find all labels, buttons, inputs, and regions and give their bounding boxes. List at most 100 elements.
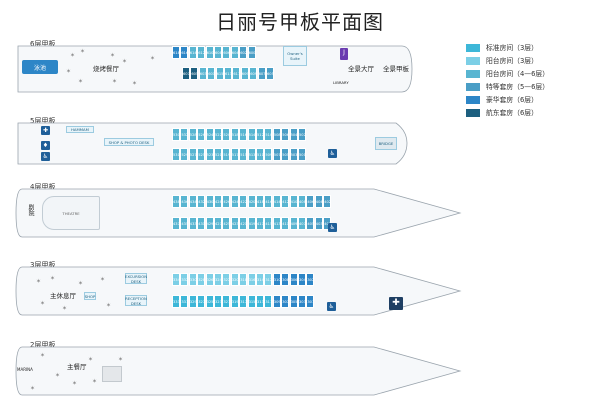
cabin-421[interactable]: 421 [239,217,248,230]
cabin-612[interactable]: 612 [197,46,206,59]
cabin-331[interactable]: 331 [180,295,189,308]
cabin-504[interactable]: 504 [289,128,298,141]
cabin-431[interactable]: 431 [197,217,206,230]
cabin-302[interactable]: 302 [306,273,315,286]
cabin-610[interactable]: 610 [205,46,214,59]
cabin-506[interactable]: 506 [281,128,290,141]
cabin-313[interactable]: 313 [256,295,264,308]
cabin-436[interactable]: 436 [180,195,189,208]
cabin-523[interactable]: 523 [205,148,214,161]
cabin-512[interactable]: 512 [256,128,264,141]
cabin-334[interactable]: 334 [172,273,180,286]
cabin-328[interactable]: 328 [197,273,206,286]
cabin-513[interactable]: 513 [247,148,256,161]
cabin-414[interactable]: 414 [272,195,281,208]
cabin-515[interactable]: 515 [239,148,248,161]
cabin-305[interactable]: 305 [289,295,298,308]
cabin-613[interactable]: 613 [224,67,232,80]
cabin-505[interactable]: 505 [281,148,290,161]
cabin-508[interactable]: 508 [272,128,281,141]
cabin-531[interactable]: 531 [172,148,180,161]
cabin-517[interactable]: 517 [230,148,239,161]
cabin-326[interactable]: 326 [205,273,214,286]
cabin-402[interactable]: 402 [323,195,332,208]
cabin-323[interactable]: 323 [214,295,222,308]
cabin-609[interactable]: 609 [249,67,258,80]
cabin-510[interactable]: 510 [264,128,273,141]
cabin-430[interactable]: 430 [205,195,214,208]
cabin-405[interactable]: 405 [306,217,315,230]
cabin-408[interactable]: 408 [298,195,306,208]
cabin-601[interactable]: 601 [207,67,216,80]
cabin-618[interactable]: 618 [172,46,180,59]
cabin-309[interactable]: 309 [272,295,281,308]
cabin-406[interactable]: 406 [306,195,315,208]
cabin-311[interactable]: 311 [264,295,273,308]
cabin-521[interactable]: 521 [214,148,222,161]
cabin-419[interactable]: 419 [247,217,256,230]
cabin-423[interactable]: 423 [230,217,239,230]
cabin-514[interactable]: 514 [247,128,256,141]
cabin-322[interactable]: 322 [222,273,231,286]
cabin-321[interactable]: 321 [222,295,231,308]
cabin-438[interactable]: 438 [172,195,180,208]
cabin-529[interactable]: 529 [180,148,189,161]
cabin-433[interactable]: 433 [188,217,197,230]
cabin-427[interactable]: 427 [214,217,222,230]
cabin-404[interactable]: 404 [314,195,323,208]
cabin-333[interactable]: 333 [172,295,180,308]
cabin-603[interactable]: 603 [198,67,207,80]
cabin-407[interactable]: 407 [298,217,306,230]
cabin-418[interactable]: 418 [256,195,264,208]
cabin-525[interactable]: 525 [197,148,206,161]
cabin-516[interactable]: 516 [239,128,248,141]
cabin-416[interactable]: 416 [264,195,273,208]
cabin-325[interactable]: 325 [205,295,214,308]
cabin-409[interactable]: 409 [289,217,298,230]
cabin-413[interactable]: 413 [272,217,281,230]
cabin-502[interactable]: 502 [298,128,306,141]
cabin-428[interactable]: 428 [214,195,222,208]
cabin-301[interactable]: 301 [306,295,315,308]
cabin-530[interactable]: 530 [172,128,180,141]
cabin-604[interactable]: 604 [230,46,239,59]
cabin-327[interactable]: 327 [197,295,206,308]
cabin-607[interactable]: 607 [257,67,266,80]
cabin-303[interactable]: 303 [298,295,306,308]
cabin-415[interactable]: 415 [264,217,273,230]
cabin-310[interactable]: 310 [272,273,281,286]
cabin-304[interactable]: 304 [298,273,306,286]
cabin-332[interactable]: 332 [180,273,189,286]
cabin-403[interactable]: 403 [314,217,323,230]
cabin-522[interactable]: 522 [214,128,222,141]
cabin-429[interactable]: 429 [205,217,214,230]
cabin-518[interactable]: 518 [230,128,239,141]
cabin-424[interactable]: 424 [230,195,239,208]
cabin-412[interactable]: 412 [281,195,290,208]
cabin-507[interactable]: 507 [272,148,281,161]
cabin-330[interactable]: 330 [188,273,197,286]
cabin-319[interactable]: 319 [230,295,239,308]
cabin-315[interactable]: 315 [247,295,256,308]
cabin-524[interactable]: 524 [205,128,214,141]
cabin-318[interactable]: 318 [239,273,248,286]
cabin-509[interactable]: 509 [264,148,273,161]
cabin-501[interactable]: 501 [298,148,306,161]
cabin-426[interactable]: 426 [222,195,231,208]
cabin-312[interactable]: 312 [264,273,273,286]
cabin-615[interactable]: 615 [215,67,224,80]
cabin-616[interactable]: 616 [180,46,189,59]
cabin-503[interactable]: 503 [289,148,298,161]
cabin-602[interactable]: 602 [239,46,248,59]
cabin-600[interactable]: 600 [247,46,256,59]
cabin-511[interactable]: 511 [256,148,264,161]
cabin-527[interactable]: 527 [188,148,197,161]
cabin-411[interactable]: 411 [281,217,290,230]
cabin-410[interactable]: 410 [289,195,298,208]
cabin-532[interactable]: 532 [180,128,189,141]
cabin-425[interactable]: 425 [222,217,231,230]
cabin-614[interactable]: 614 [188,46,197,59]
cabin-605[interactable]: 605 [266,67,274,80]
cabin-608[interactable]: 608 [214,46,222,59]
cabin-432[interactable]: 432 [197,195,206,208]
